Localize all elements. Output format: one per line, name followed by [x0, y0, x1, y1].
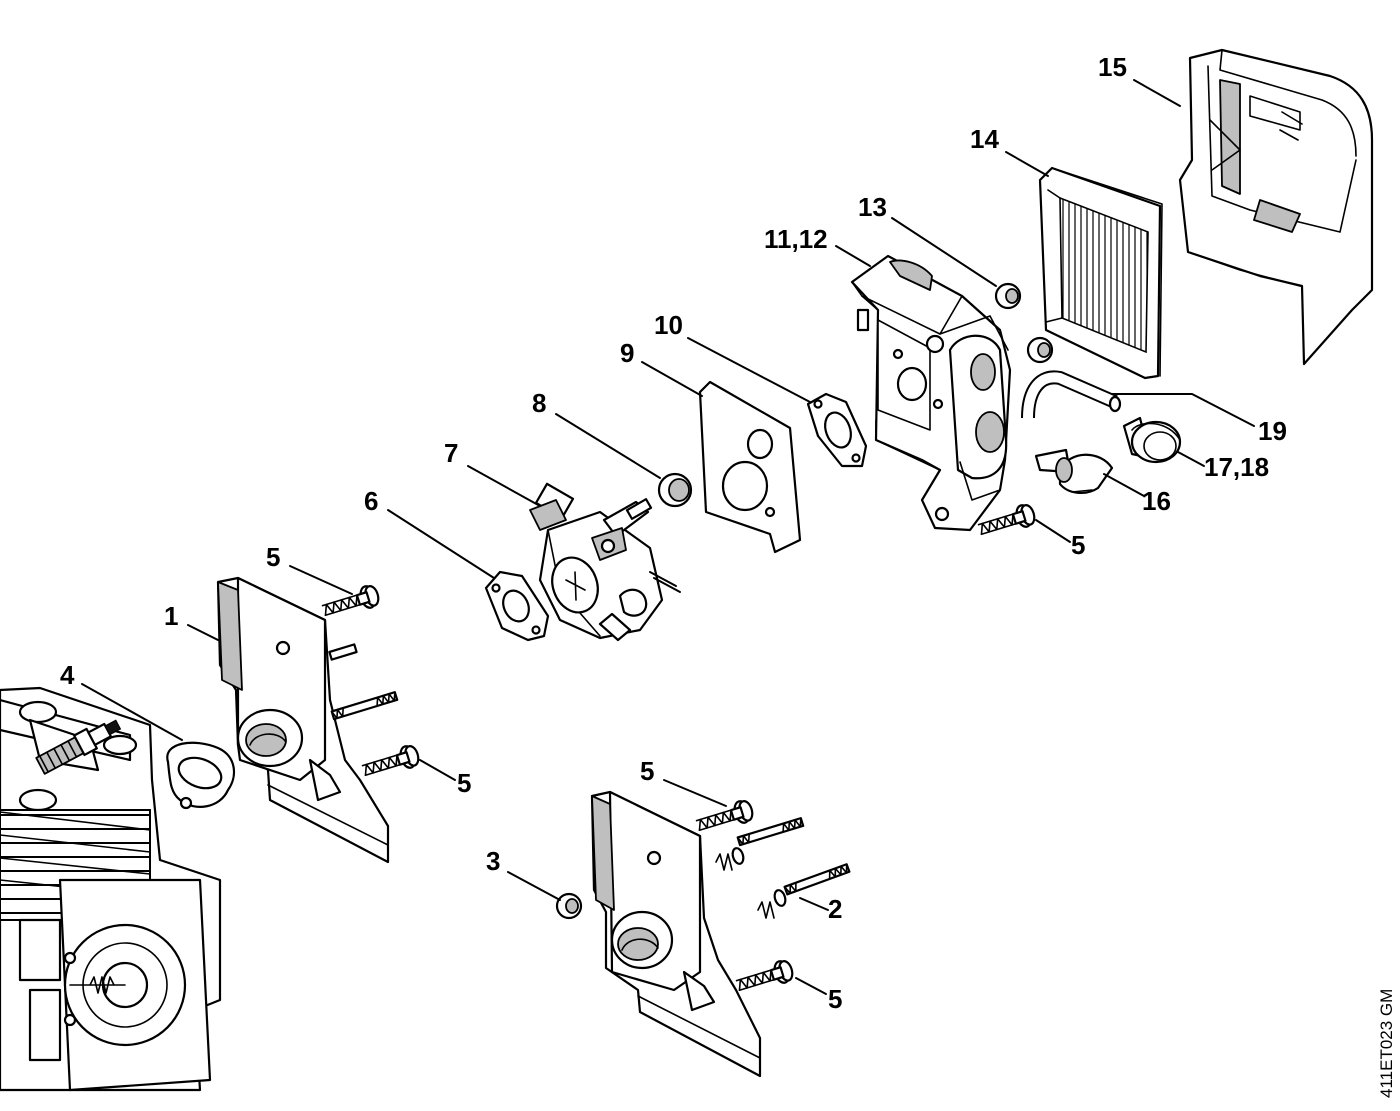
part-19-hose	[1021, 370, 1122, 419]
callout-5-right: 5	[1071, 530, 1085, 560]
leader-lines	[81, 79, 1255, 995]
callout-1: 1	[164, 601, 178, 631]
part-3-nut	[555, 892, 583, 920]
part-4-flange	[166, 741, 236, 810]
callout-labels: 1 2 3 4 5 5 5 5 5 6 7 8 9 10 11,12 13 14…	[60, 52, 1287, 1014]
leader-11-12	[835, 245, 871, 267]
callout-17-18: 17,18	[1204, 452, 1269, 482]
leader-17-18	[1177, 451, 1205, 467]
callout-5-middle: 5	[457, 768, 471, 798]
callout-11-12: 11,12	[764, 224, 828, 254]
leader-5b	[419, 759, 456, 781]
part-7-carburetor	[529, 482, 681, 642]
leader-5a	[289, 565, 353, 595]
leader-2	[799, 897, 829, 911]
callout-5-lower-top: 5	[640, 756, 654, 786]
part-10-gasket	[806, 392, 868, 468]
callout-5-upper: 5	[266, 542, 280, 572]
leader-5e	[1035, 519, 1071, 543]
leader-5d	[795, 977, 827, 995]
callout-9: 9	[620, 338, 634, 368]
part-2-stud-bolt	[783, 863, 851, 896]
stud-bolt-upper	[330, 691, 399, 721]
callout-13: 13	[858, 192, 887, 222]
part-14-air-filter	[1038, 166, 1163, 380]
part-16-choke	[1034, 448, 1114, 494]
leader-14	[1005, 151, 1049, 177]
callout-16: 16	[1142, 486, 1171, 516]
part-6-gasket	[484, 570, 550, 642]
leader-13	[891, 217, 997, 287]
part-1-manifold-plate	[216, 576, 390, 864]
screw-5-middle	[359, 742, 422, 783]
part-8-sleeve	[657, 472, 693, 508]
leader-8	[555, 413, 661, 479]
part-13-nut-second	[1026, 336, 1054, 364]
leader-1	[187, 624, 219, 641]
drawing-reference-code: 411ET023 GM	[1377, 989, 1396, 1098]
callout-7: 7	[444, 438, 458, 468]
leader-16	[1103, 473, 1145, 497]
part-15-filter-cover	[1178, 48, 1374, 366]
leader-9	[641, 361, 703, 397]
part-9-plate	[698, 380, 802, 554]
screw-5-upper	[319, 582, 382, 623]
stud-bolt-short	[328, 643, 358, 661]
stud-bolt-lower-1-head	[715, 847, 745, 871]
screw-5-lower-bottom	[733, 957, 796, 998]
callout-10: 10	[654, 310, 683, 340]
callout-19: 19	[1258, 416, 1287, 446]
part-1-manifold-plate-lower	[590, 790, 762, 1078]
callout-5-lower-bottom: 5	[828, 984, 842, 1014]
part-11-12-filter-base	[850, 254, 1012, 532]
leader-3	[507, 871, 561, 901]
callout-14: 14	[970, 124, 999, 154]
leader-10	[687, 337, 811, 403]
leader-19	[1111, 393, 1255, 427]
leader-6	[387, 509, 495, 579]
part-13-nut	[994, 282, 1022, 310]
part-17-18-primer	[1122, 416, 1182, 464]
leader-4	[81, 683, 183, 741]
part-2-stud-head	[757, 889, 787, 919]
callout-8: 8	[532, 388, 546, 418]
leader-7	[467, 465, 541, 507]
leader-15	[1133, 79, 1181, 107]
callout-2: 2	[828, 894, 842, 924]
callout-4: 4	[60, 660, 75, 690]
engine-cylinder	[0, 686, 222, 1092]
leader-5c	[663, 779, 727, 807]
callout-15: 15	[1098, 52, 1127, 82]
screw-5-lower-top	[693, 797, 756, 838]
callout-3: 3	[486, 846, 500, 876]
callout-6: 6	[364, 486, 378, 516]
